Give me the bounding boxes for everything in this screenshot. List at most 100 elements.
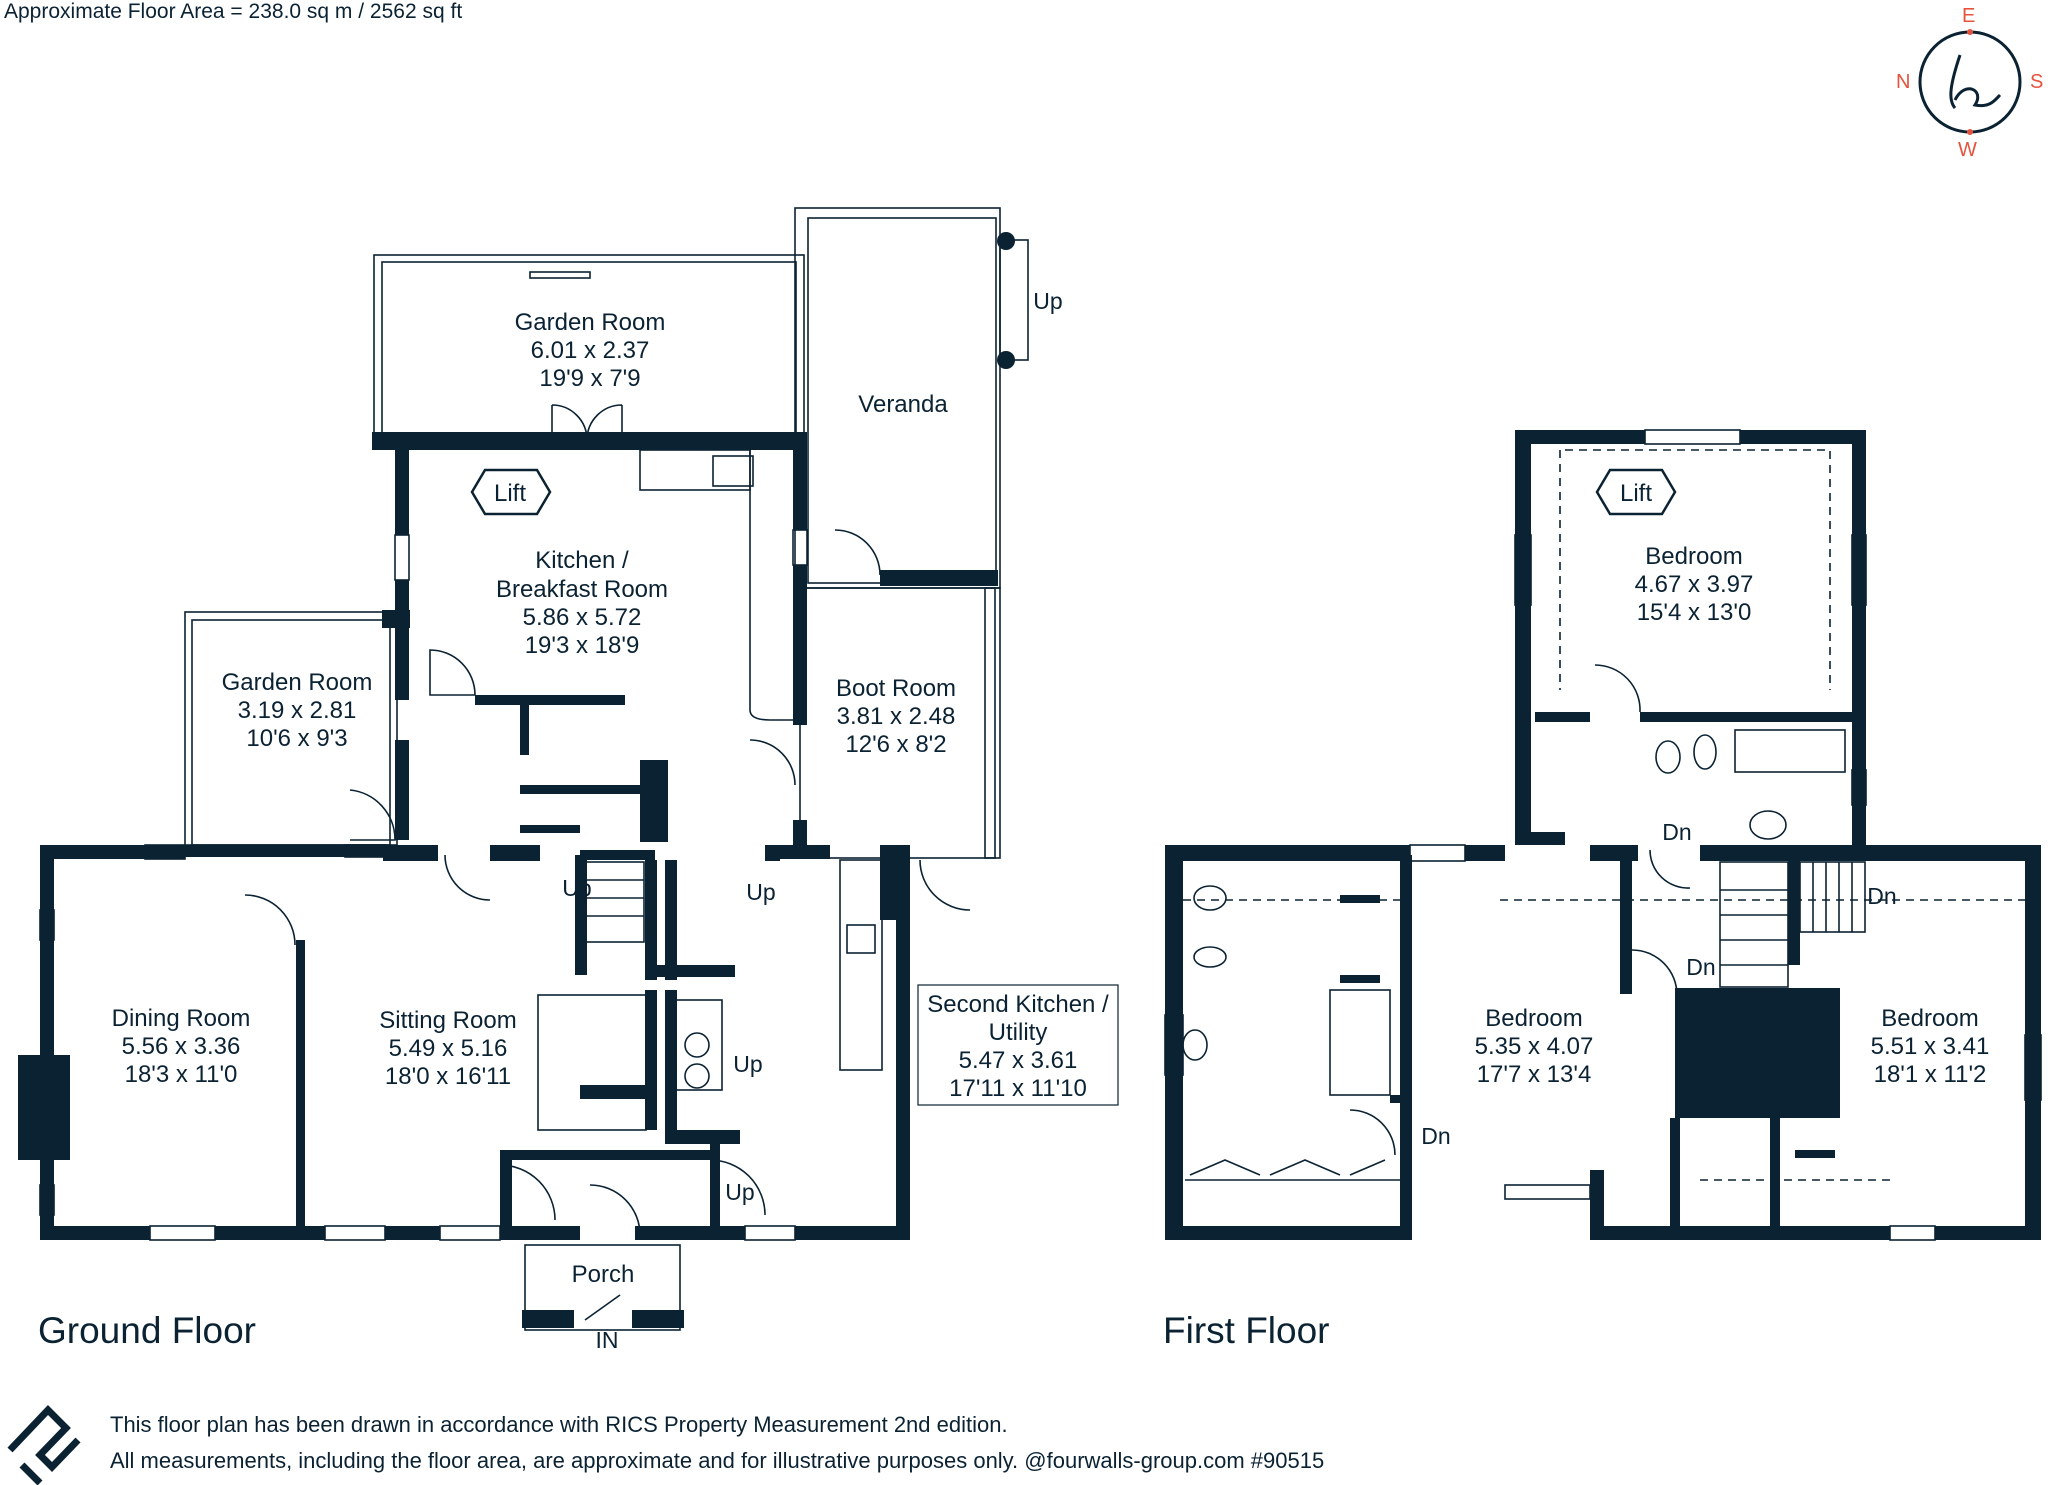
door-swing: [709, 1159, 766, 1216]
window: [1164, 1014, 1184, 1076]
wall: [896, 1000, 910, 1240]
wall: [945, 570, 998, 586]
compass-dot-north: [1967, 29, 1973, 35]
window: [324, 1225, 386, 1241]
window: [529, 271, 591, 279]
boot-room-outline: [799, 587, 1001, 859]
wall: [1795, 1150, 1835, 1158]
bedroom-3-name: Bedroom: [1881, 1005, 1978, 1032]
utility-worktop: [839, 859, 883, 1071]
wall: [1465, 845, 1505, 861]
wall: [2025, 845, 2041, 1240]
window: [1514, 534, 1532, 606]
window: [144, 844, 186, 860]
stair-dn-2: Dn: [1867, 883, 1896, 909]
second-kitchen-name-2: Utility: [989, 1019, 1048, 1046]
wall: [1700, 845, 2040, 861]
veranda-up: Up: [1033, 288, 1062, 314]
lift-label-first: Lift: [1620, 480, 1652, 507]
porch-name: Porch: [572, 1261, 635, 1288]
door-swing: [499, 1164, 556, 1221]
kitchen-name-2: Breakfast Room: [496, 576, 668, 603]
wall: [1788, 855, 1800, 965]
lift-icon-first: [1595, 468, 1677, 516]
dashed-line: [1559, 449, 1831, 690]
floor-area-header: Approximate Floor Area = 238.0 sq m / 25…: [4, 0, 463, 23]
wall: [710, 1144, 720, 1226]
veranda-glazing: [807, 217, 997, 584]
footer-line-1: This floor plan has been drawn in accord…: [110, 1412, 1008, 1437]
footer-line-2: All measurements, including the floor ar…: [110, 1448, 1325, 1473]
stairs: [581, 861, 645, 943]
compass-e: E: [1962, 5, 1975, 27]
compass-n: N: [1896, 71, 1910, 93]
wall: [520, 785, 640, 794]
wall: [40, 945, 54, 1055]
chimney-block: [537, 994, 647, 1131]
basin: [1749, 810, 1787, 840]
ground-floor-linework: [39, 207, 1029, 1331]
wall: [1770, 1118, 1780, 1240]
wall: [522, 1310, 574, 1328]
window: [1851, 534, 1867, 606]
wall: [793, 450, 807, 530]
stairs: [1719, 861, 1789, 988]
wall: [1590, 1170, 1604, 1240]
wall: [1390, 1095, 1410, 1103]
first-floor-labels: Lift Bedroom 4.67 x 3.97 15'4 x 13'0 Bed…: [1421, 468, 1989, 1149]
bedroom-2-name: Bedroom: [1485, 1005, 1582, 1032]
wall: [1515, 832, 1565, 845]
wall: [1535, 712, 1590, 722]
bedroom-2-imperial: 17'7 x 13'4: [1477, 1061, 1592, 1088]
second-kitchen-name-1: Second Kitchen /: [927, 991, 1109, 1018]
sitting-room-name: Sitting Room: [379, 1007, 516, 1034]
wall: [795, 1226, 910, 1240]
wall: [645, 860, 657, 980]
sitting-room-imperial: 18'0 x 16'11: [385, 1063, 511, 1090]
porch-outline: [524, 1244, 681, 1331]
porch-walls: [522, 232, 1015, 1328]
toilet: [1655, 740, 1681, 774]
window: [39, 909, 55, 941]
wall: [1165, 845, 1410, 861]
window: [439, 1225, 501, 1241]
boot-room-name: Boot Room: [836, 675, 956, 702]
window: [1851, 769, 1867, 806]
wall: [645, 990, 657, 1130]
second-kitchen-label-box: [917, 984, 1119, 1106]
stair-up-1: Up: [562, 875, 591, 901]
ground-floor-title: Ground Floor: [38, 1310, 256, 1351]
ground-floor-labels: Garden Room 6.01 x 2.37 19'9 x 7'9 Veran…: [112, 288, 1119, 1353]
wall: [575, 855, 587, 975]
stair-dn-4: Dn: [1421, 1123, 1450, 1149]
wall: [1340, 895, 1380, 903]
second-kitchen-imperial: 17'11 x 11'10: [949, 1075, 1087, 1102]
shower: [1329, 989, 1391, 1096]
wall: [632, 1310, 684, 1328]
compass-s: S: [2030, 71, 2043, 93]
veranda-name: Veranda: [858, 391, 948, 418]
door-swing: [919, 859, 971, 911]
wall: [500, 1226, 580, 1240]
chimney-block: [1675, 988, 1840, 1118]
ground-floor-plan: [18, 432, 998, 1240]
dining-room-name: Dining Room: [112, 1005, 251, 1032]
sink: [846, 924, 876, 954]
porch-entry: IN: [596, 1327, 619, 1353]
door-swing: [244, 894, 296, 946]
wall: [1640, 712, 1855, 722]
window: [1409, 844, 1466, 862]
bidet: [1193, 946, 1227, 968]
door-swing: [1649, 849, 1691, 889]
basin: [1182, 1029, 1208, 1061]
compass-dot-south: [1967, 129, 1973, 135]
wall: [665, 990, 677, 1130]
garden-room-2-imperial: 10'6 x 9'3: [246, 725, 347, 752]
wall: [296, 940, 305, 1230]
garden-room-1-imperial: 19'9 x 7'9: [539, 365, 640, 392]
sitting-room-metric: 5.49 x 5.16: [389, 1035, 508, 1062]
garden-room-1-metric: 6.01 x 2.37: [531, 337, 650, 364]
wall: [395, 450, 409, 535]
chimney-breast: [18, 1055, 70, 1160]
